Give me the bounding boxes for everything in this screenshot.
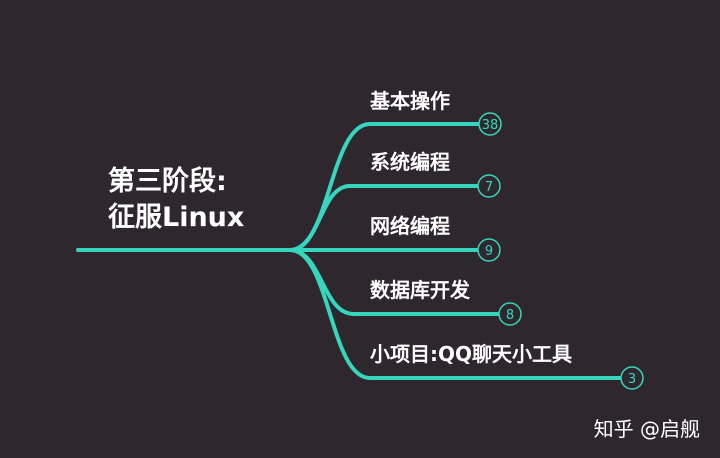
branch-label: 网络编程	[370, 214, 450, 238]
count-badge-number: 9	[485, 244, 493, 259]
watermark-text: 知乎 @启舰	[594, 417, 700, 441]
count-badge-number: 8	[506, 308, 514, 323]
branch-label: 基本操作	[370, 89, 450, 113]
count-badge-number: 7	[485, 180, 493, 195]
branch-connector	[288, 184, 479, 252]
branch-system-programming[interactable]: 系统编程 7	[288, 150, 501, 252]
branch-small-project[interactable]: 小项目:QQ聊天小工具 3	[288, 248, 644, 390]
branch-label: 数据库开发	[370, 278, 471, 302]
branch-label: 小项目:QQ聊天小工具	[370, 342, 572, 366]
count-badge[interactable]	[620, 366, 644, 390]
count-badge-number: 3	[628, 372, 636, 387]
branch-label: 系统编程	[370, 150, 450, 174]
count-badge[interactable]	[478, 112, 502, 136]
count-badge[interactable]	[477, 238, 501, 262]
count-badge[interactable]	[498, 302, 522, 326]
root-title-line-1: 第三阶段:	[108, 165, 227, 197]
root-title-line-2: 征服Linux	[108, 202, 244, 233]
branch-connector	[288, 248, 622, 380]
count-badge-number: 38	[482, 118, 499, 133]
branch-network-programming[interactable]: 网络编程 9	[288, 214, 501, 262]
count-badge[interactable]	[477, 174, 501, 198]
